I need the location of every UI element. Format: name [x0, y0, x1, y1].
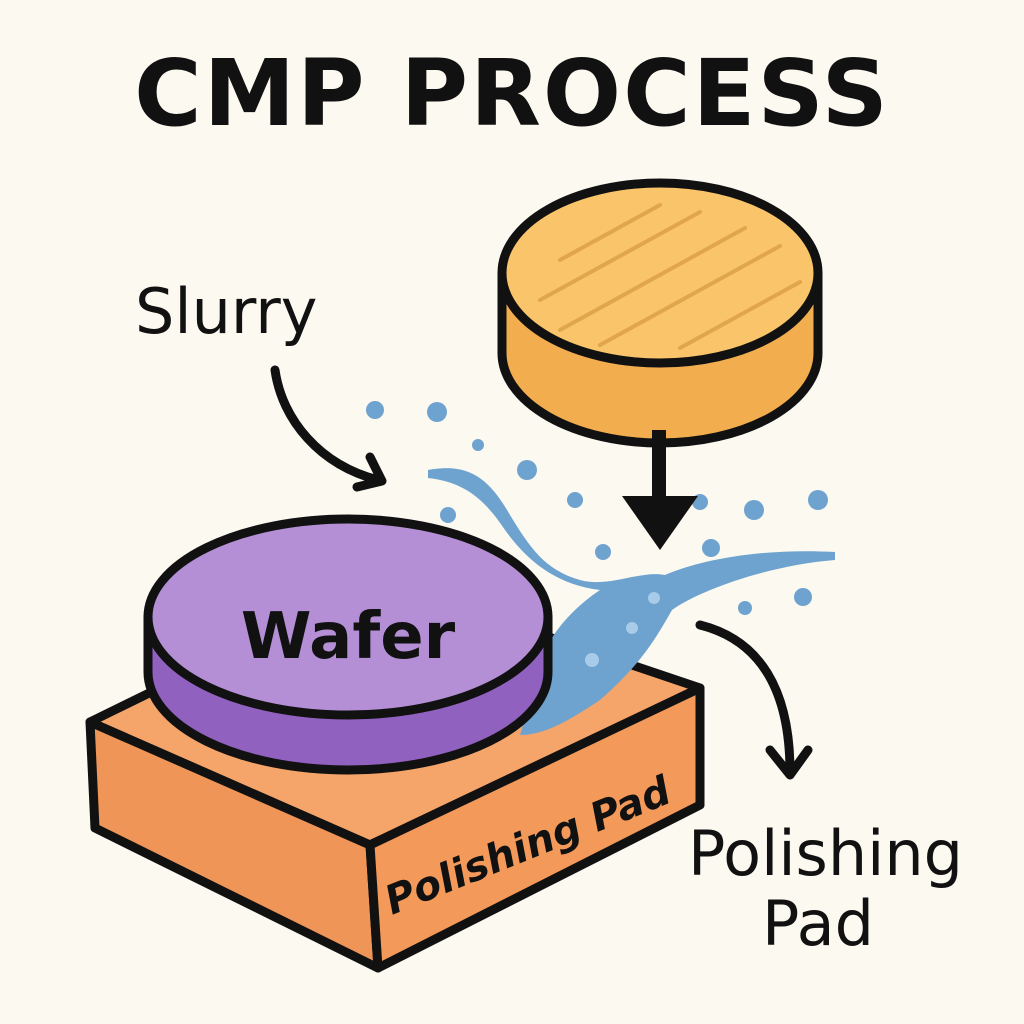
slurry-arrow-icon — [270, 365, 387, 492]
pad-right-face — [365, 683, 705, 973]
slurry-highlights — [585, 592, 660, 667]
slurry-stream — [428, 468, 835, 735]
carrier-head — [497, 178, 823, 448]
slurry-label: Slurry — [135, 275, 317, 348]
polishing-pad-label-line2: Pad — [762, 887, 874, 960]
wafer-top — [143, 514, 553, 720]
slurry-splash — [366, 401, 835, 735]
carrier-texture — [538, 203, 802, 350]
polishing-pad-label-line1: Polishing — [688, 817, 963, 890]
diagram-title: CMP PROCESS — [134, 40, 890, 147]
slurry-droplets — [366, 401, 828, 696]
down-arrow-icon — [622, 430, 698, 550]
wafer-label: Wafer — [241, 600, 456, 674]
outflow-arrow-icon — [695, 620, 813, 780]
wafer: Wafer — [143, 514, 553, 775]
